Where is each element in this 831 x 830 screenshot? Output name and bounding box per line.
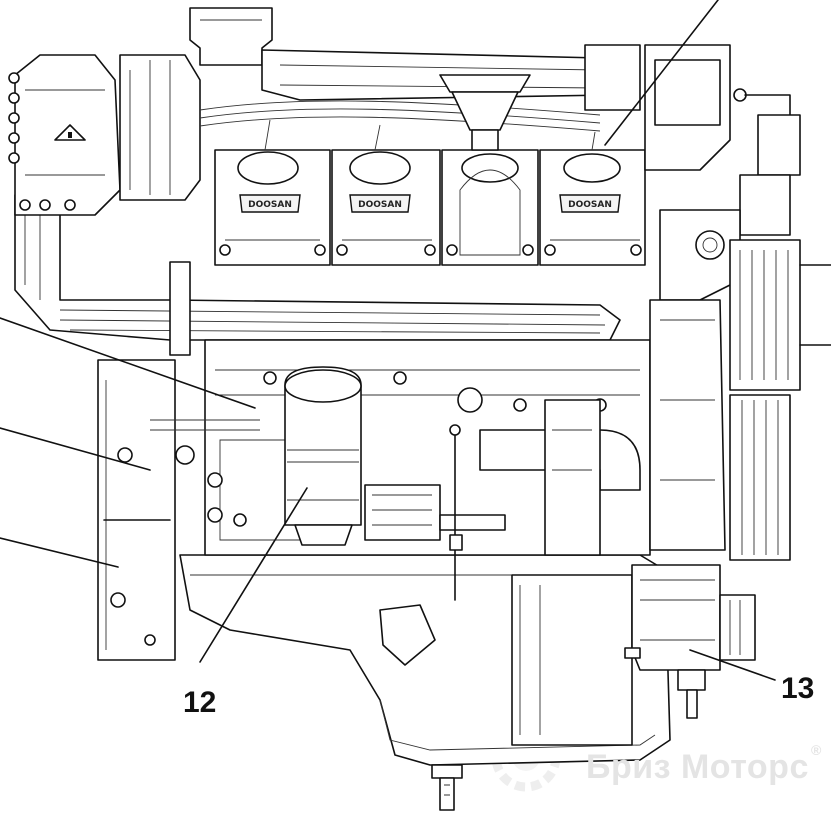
water-pump [649, 209, 741, 551]
oil-cooler [364, 484, 506, 541]
callout-label-12: 12 [183, 686, 217, 719]
valve-covers: DOOSAN DOOSAN DOOSAN [214, 149, 646, 266]
intake-pipe [189, 7, 641, 111]
coolant-pipe [479, 399, 641, 556]
watermark-text: Бриз Моторс [586, 748, 809, 786]
valve-cover-brand-3: DOOSAN [568, 200, 612, 210]
alternator [624, 564, 756, 719]
dipstick [449, 424, 463, 601]
bell-housing [97, 359, 176, 661]
oil-pan [179, 554, 671, 811]
watermark-registered-mark: ® [811, 742, 822, 758]
oil-filter [284, 366, 362, 546]
turbocharger [8, 54, 201, 216]
exhaust-manifold [14, 194, 621, 356]
thermostat-housing [644, 44, 801, 236]
valve-cover-brand-2: DOOSAN [358, 200, 402, 210]
leader-lines [0, 0, 776, 681]
oil-filler-cap [439, 74, 531, 151]
crankshaft-pulley [729, 239, 831, 561]
fuel-lines [199, 100, 601, 151]
callout-label-13: 13 [781, 672, 815, 705]
valve-cover-brand-1: DOOSAN [248, 200, 292, 210]
